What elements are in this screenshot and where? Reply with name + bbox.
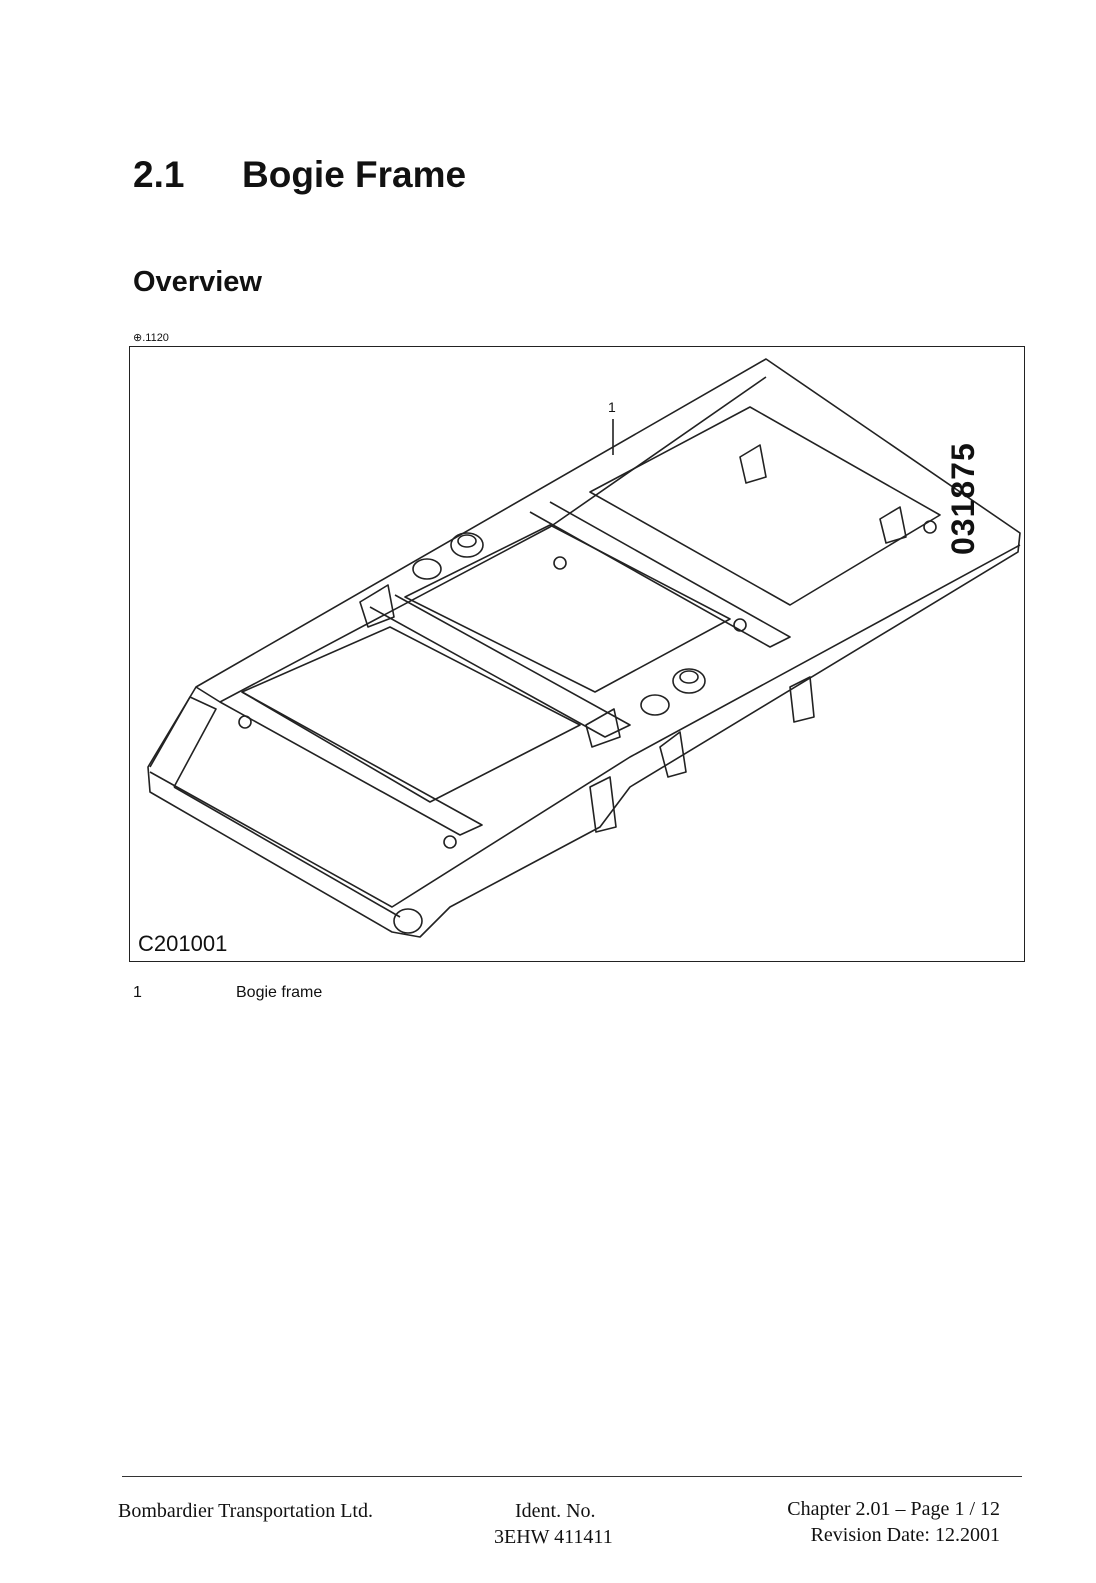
bracket (589, 776, 617, 833)
panel-opening-1 (241, 626, 581, 803)
figure-code: C201001 (138, 931, 228, 956)
bracket (879, 506, 907, 544)
bolster-pad (412, 558, 442, 580)
bolster-pad (640, 694, 670, 716)
bogie-frame-drawing (147, 358, 1021, 938)
frame-outline (147, 358, 1021, 938)
footer-ident-label: Ident. No. (515, 1500, 596, 1522)
panel-opening-3 (589, 406, 941, 606)
bracket (359, 584, 395, 628)
bracket (585, 708, 621, 748)
cross-member-1 (219, 691, 483, 836)
subsection-title: Overview (133, 266, 262, 298)
bracket (739, 444, 767, 484)
legend-text: Bogie frame (236, 984, 323, 1001)
bolster-pad (672, 668, 706, 694)
footer-divider (122, 1476, 1022, 1477)
bolster-pad (450, 532, 484, 558)
callout-leader-number: 1 (608, 399, 616, 415)
footer-chapter-page: Chapter 2.01 – Page 1 / 12 (787, 1498, 1000, 1520)
footer-revision-date: Revision Date: 12.2001 (810, 1524, 1000, 1546)
section-number: 2.1 (133, 154, 185, 195)
front-tube (149, 696, 217, 788)
cross-member-2 (369, 594, 631, 738)
cross-member-3 (529, 501, 791, 648)
section-title: Bogie Frame (242, 154, 467, 195)
figure-frame: 1 C201001 (129, 346, 1025, 962)
bracket (789, 676, 815, 723)
bracket (659, 731, 687, 778)
panel-opening-2 (404, 524, 731, 693)
footer-company: Bombardier Transportation Ltd. (118, 1500, 373, 1522)
footer-ident-value: 3EHW 411411 (494, 1526, 613, 1548)
figure-reference: ⊕.1120 (133, 332, 169, 344)
drawing-id-stamp: 031875 (945, 442, 981, 555)
tube-end (393, 908, 423, 934)
legend-number: 1 (133, 984, 142, 1001)
side-beam-near (149, 544, 1021, 908)
